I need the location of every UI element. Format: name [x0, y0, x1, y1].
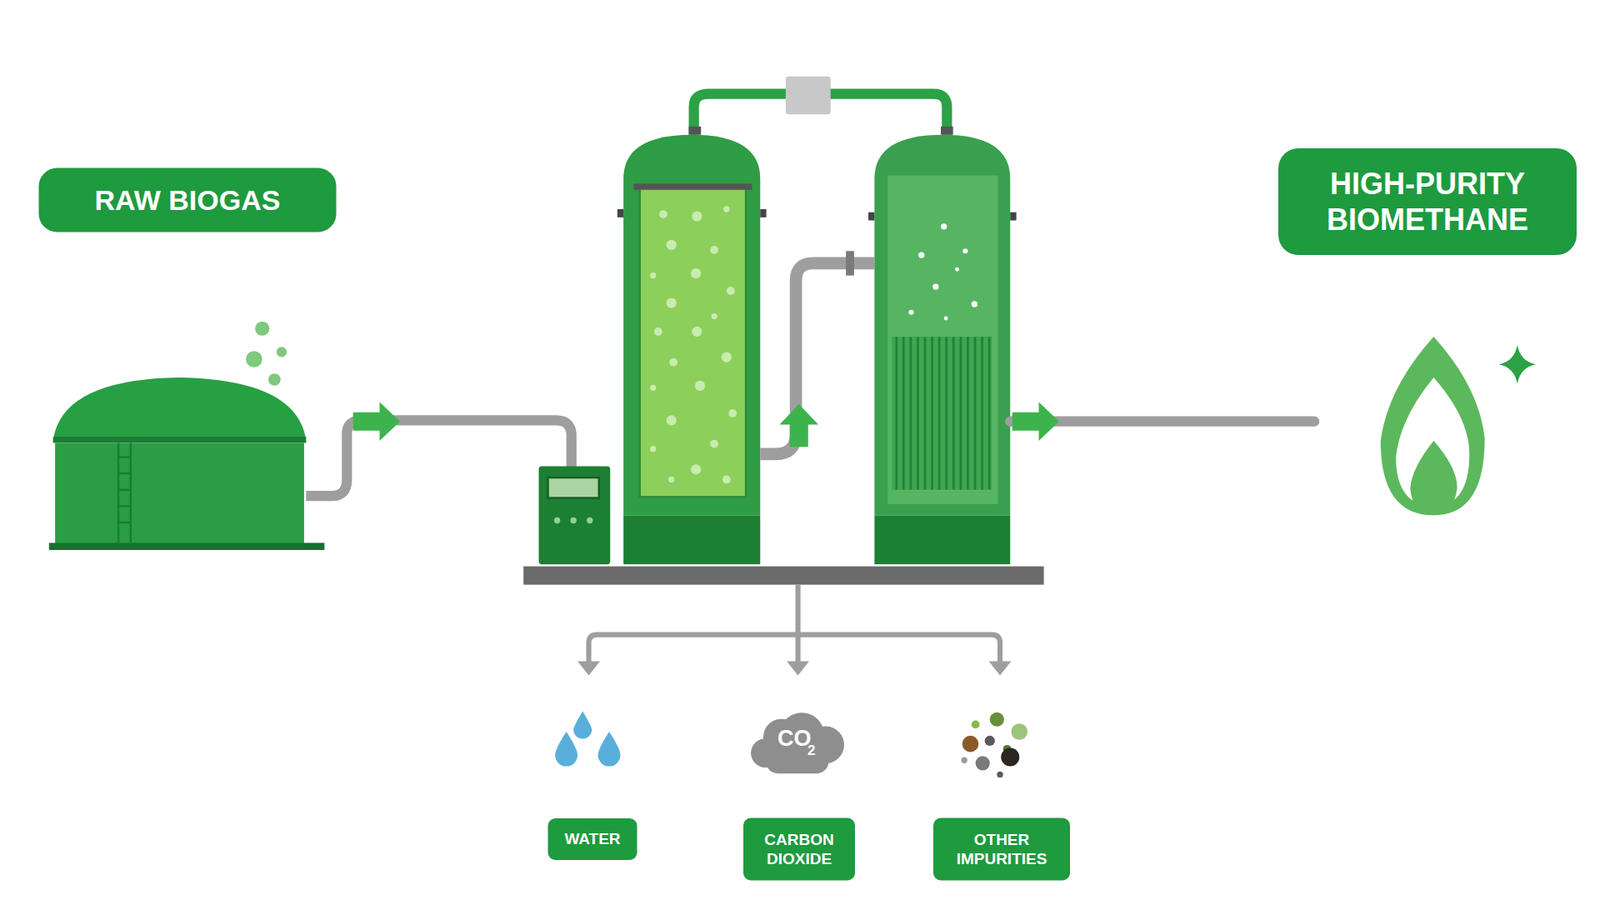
label-pill: WATER: [548, 818, 638, 860]
label-pill: RAW BIOGAS: [39, 168, 337, 233]
formula-subscript: 2: [807, 743, 815, 758]
pill-text: OTHER IMPURITIES: [943, 830, 1060, 869]
water-icon: [555, 710, 620, 766]
pill-text: CARBON DIOXIDE: [753, 830, 845, 869]
pill-text: RAW BIOGAS: [95, 183, 281, 218]
pill-text: WATER: [564, 830, 620, 850]
co2-cloud: [750, 712, 845, 774]
absorption-column: [617, 135, 767, 565]
formula-text: CO: [777, 727, 812, 750]
separation-column: [868, 135, 1017, 565]
impurity-icon: [960, 712, 1028, 778]
label-pill: OTHER IMPURITIES: [933, 818, 1070, 881]
flame-icon: [1380, 336, 1536, 515]
digester-tank: [49, 321, 325, 550]
label-pill: CARBON DIOXIDE: [743, 818, 855, 881]
label-pill: HIGH-PURITY BIOMETHANE: [1278, 148, 1577, 255]
pill-text: HIGH-PURITY BIOMETHANE: [1294, 165, 1561, 238]
